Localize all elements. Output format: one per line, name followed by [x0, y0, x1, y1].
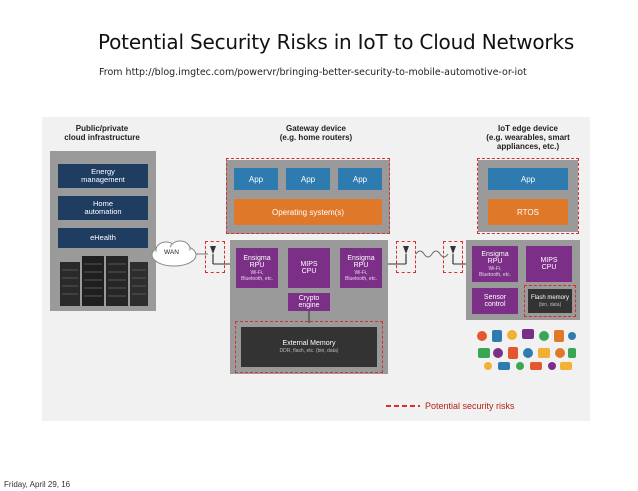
gateway-app-3: App	[338, 168, 382, 190]
edge-rpu: Ensigma RPU Wi-Fi, Bluetooth, etc.	[472, 246, 518, 282]
cloud-item-home: Home automation	[58, 196, 148, 220]
cloud-item-energy: Energy management	[58, 164, 148, 188]
legend-dash-icon	[386, 405, 420, 407]
cloud-heading-line-2: cloud infrastructure	[64, 133, 140, 142]
gateway-heading-line-1: Gateway device	[285, 124, 347, 133]
risk-marker-gateway-memory	[235, 321, 383, 373]
gateway-os: Operating system(s)	[234, 199, 382, 225]
edge-heading-line-2: (e.g. wearables, smart	[486, 133, 570, 142]
gateway-heading-line-2: (e.g. home routers)	[279, 133, 353, 142]
slide-subtitle: From http://blog.imgtec.com/powervr/brin…	[99, 67, 527, 78]
gateway-app-1: App	[234, 168, 278, 190]
risk-marker-gateway-right	[396, 241, 416, 273]
gateway-app-2: App	[286, 168, 330, 190]
iot-devices-icon	[477, 329, 576, 370]
edge-cpu: MIPS CPU	[526, 246, 572, 282]
cloud-heading-line-1: Public/private	[75, 124, 129, 133]
edge-heading: IoT edge device (e.g. wearables, smart a…	[476, 124, 580, 151]
edge-flash-memory: Flash memory (bin, data)	[528, 289, 572, 313]
risk-marker-gateway-software	[226, 158, 390, 234]
slide-title: Potential Security Risks in IoT to Cloud…	[98, 30, 575, 54]
server-rack-icon	[60, 256, 148, 306]
gateway-rpu-right: Ensigma RPU Wi-Fi, Bluetooth, etc.	[340, 248, 382, 288]
slide-footer-date: Friday, April 29, 16	[4, 480, 71, 489]
gateway-cpu: MIPS CPU	[288, 248, 330, 288]
cloud-heading: Public/private cloud infrastructure	[52, 124, 152, 142]
risk-marker-edge-software	[477, 158, 579, 234]
gateway-crypto-engine: Crypto engine	[288, 293, 330, 311]
risk-marker-gateway-left	[205, 241, 225, 273]
risk-marker-edge-flash	[524, 285, 576, 317]
edge-sensor-control: Sensor control	[472, 288, 518, 314]
cloud-item-ehealth: eHealth	[58, 228, 148, 248]
risk-marker-edge-left	[443, 241, 463, 273]
wan-cloud-icon	[151, 240, 197, 267]
edge-app: App	[488, 168, 568, 190]
gateway-external-memory: External Memory DDR, flash, etc. (bin, d…	[241, 327, 377, 367]
wan-label: WAN	[164, 249, 179, 256]
edge-rtos: RTOS	[488, 199, 568, 225]
gateway-rpu-left: Ensigma RPU Wi-Fi, Bluetooth, etc.	[236, 248, 278, 288]
legend-label: Potential security risks	[425, 401, 515, 411]
edge-heading-line-1: IoT edge device	[497, 124, 559, 133]
gateway-heading: Gateway device (e.g. home routers)	[256, 124, 376, 142]
edge-heading-line-3: appliances, etc.)	[496, 142, 560, 151]
